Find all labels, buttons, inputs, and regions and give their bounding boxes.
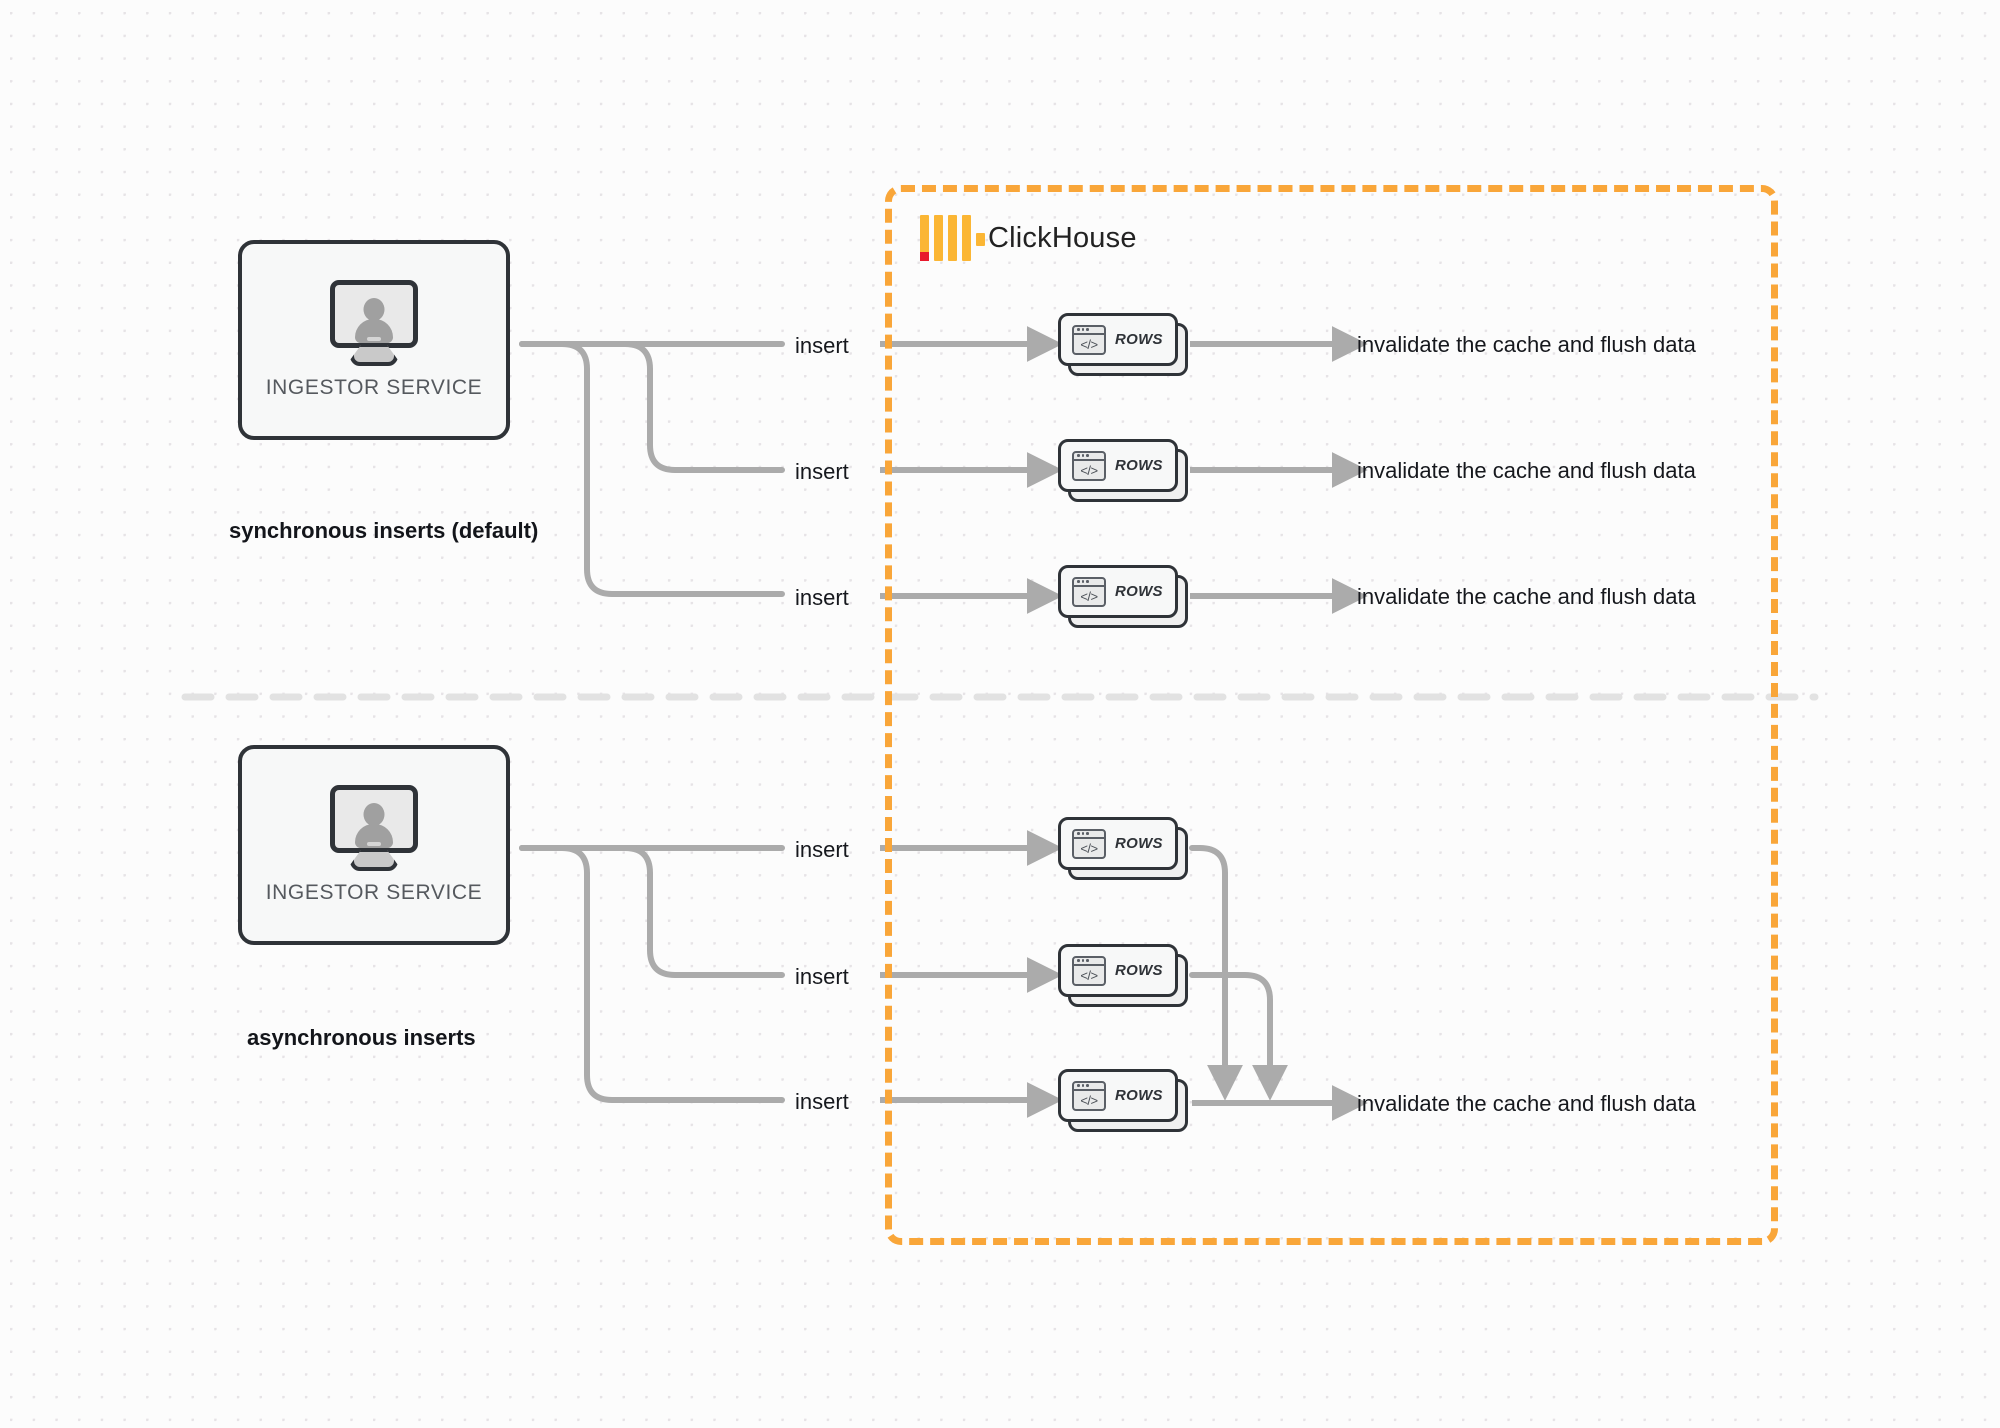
clickhouse-label: ClickHouse xyxy=(988,221,1137,254)
ingestor-service-async-label: INGESTOR SERVICE xyxy=(265,881,483,904)
async-insert-label-3: insert xyxy=(795,1089,849,1114)
code-window-icon: </> xyxy=(1072,955,1106,986)
clickhouse-boundary xyxy=(885,185,1778,1245)
code-glyph: </> xyxy=(1080,462,1098,478)
async-insert-label-1: insert xyxy=(795,837,849,862)
sync-insert-label-1: insert xyxy=(795,333,849,358)
sync-insert-label-2: insert xyxy=(795,459,849,484)
code-glyph: </> xyxy=(1080,336,1098,352)
code-window-icon: </> xyxy=(1072,450,1106,481)
sync-flush-label-2: invalidate the cache and flush data xyxy=(1357,458,1696,483)
sync-flush-label-3: invalidate the cache and flush data xyxy=(1357,584,1696,609)
rows-card-label: ROWS xyxy=(1115,583,1163,600)
async-flush-label: invalidate the cache and flush data xyxy=(1357,1091,1696,1116)
section-label-asynchronous: asynchronous inserts xyxy=(247,1025,476,1050)
code-window-icon: </> xyxy=(1072,828,1106,859)
sync-insert-label-3: insert xyxy=(795,585,849,610)
async-converge-1 xyxy=(1189,845,1243,1101)
code-window-icon: </> xyxy=(1072,324,1106,355)
async-branch-2 xyxy=(519,845,785,978)
section-label-synchronous: synchronous inserts (default) xyxy=(229,518,539,543)
code-window-icon: </> xyxy=(1072,1080,1106,1111)
rows-card-sync-1[interactable]: </> ROWS xyxy=(1058,313,1188,376)
clickhouse-logo-icon xyxy=(920,215,985,261)
monitor-user-icon xyxy=(326,280,422,366)
async-converge-2 xyxy=(1189,972,1288,1101)
rows-card-async-2[interactable]: </> ROWS xyxy=(1058,944,1188,1007)
sync-branch-2 xyxy=(519,341,785,473)
sync-branch-3 xyxy=(519,341,785,597)
code-glyph: </> xyxy=(1080,967,1098,983)
rows-card-label: ROWS xyxy=(1115,457,1163,474)
code-glyph: </> xyxy=(1080,840,1098,856)
clickhouse-header: ClickHouse xyxy=(920,215,1137,261)
rows-card-label: ROWS xyxy=(1115,1087,1163,1104)
rows-card-async-1[interactable]: </> ROWS xyxy=(1058,817,1188,880)
rows-card-async-3[interactable]: </> ROWS xyxy=(1058,1069,1188,1132)
async-insert-label-2: insert xyxy=(795,964,849,989)
monitor-user-icon xyxy=(326,785,422,871)
code-glyph: </> xyxy=(1080,1092,1098,1108)
code-window-icon: </> xyxy=(1072,576,1106,607)
rows-card-label: ROWS xyxy=(1115,962,1163,979)
ingestor-service-async[interactable]: INGESTOR SERVICE xyxy=(238,745,510,945)
async-branch-3 xyxy=(519,845,785,1103)
sync-flush-label-1: invalidate the cache and flush data xyxy=(1357,332,1696,357)
ingestor-service-sync-label: INGESTOR SERVICE xyxy=(265,376,483,399)
code-glyph: </> xyxy=(1080,588,1098,604)
rows-card-label: ROWS xyxy=(1115,835,1163,852)
ingestor-service-sync[interactable]: INGESTOR SERVICE xyxy=(238,240,510,440)
rows-card-label: ROWS xyxy=(1115,331,1163,348)
rows-card-sync-3[interactable]: </> ROWS xyxy=(1058,565,1188,628)
rows-card-sync-2[interactable]: </> ROWS xyxy=(1058,439,1188,502)
